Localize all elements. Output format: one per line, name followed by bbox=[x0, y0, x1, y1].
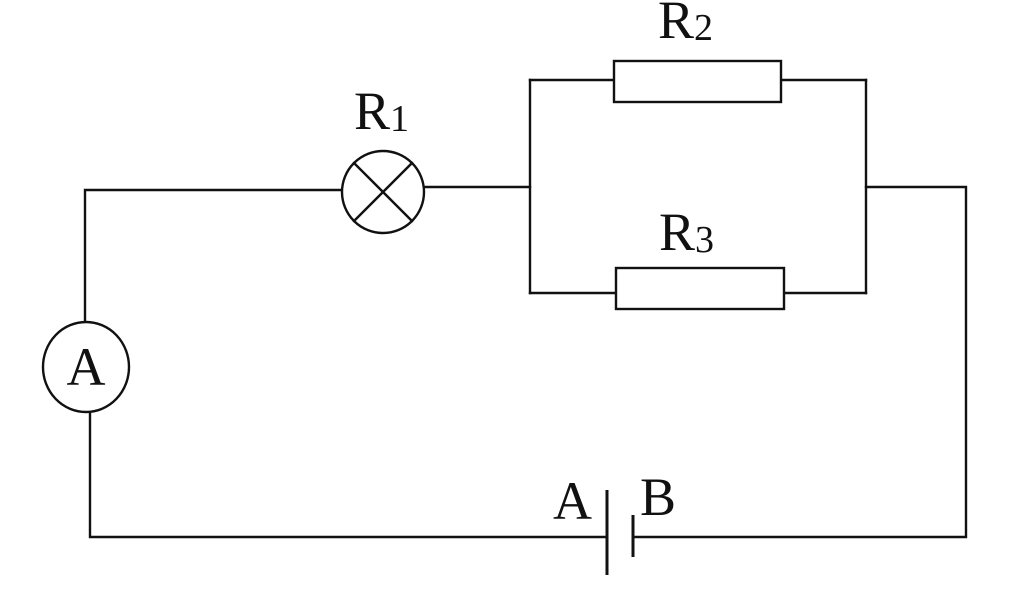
resistor-r3 bbox=[614, 266, 786, 311]
battery bbox=[605, 490, 635, 575]
resistor-r2-label: R2 bbox=[658, 0, 713, 50]
battery-terminal-b-label: B bbox=[640, 467, 676, 527]
ammeter: A bbox=[41, 320, 131, 414]
resistor-r3-label: R3 bbox=[659, 202, 714, 262]
resistor-r2 bbox=[612, 59, 783, 104]
battery-terminal-a-label: A bbox=[553, 471, 592, 531]
wires bbox=[83, 78, 968, 539]
wire-left-top bbox=[83, 188, 344, 325]
lamp-label: R1 bbox=[354, 81, 409, 141]
lamp-r1 bbox=[340, 149, 426, 235]
wire-bottom-left bbox=[88, 408, 609, 539]
ammeter-label: A bbox=[67, 337, 106, 397]
wire-right bbox=[631, 185, 968, 539]
